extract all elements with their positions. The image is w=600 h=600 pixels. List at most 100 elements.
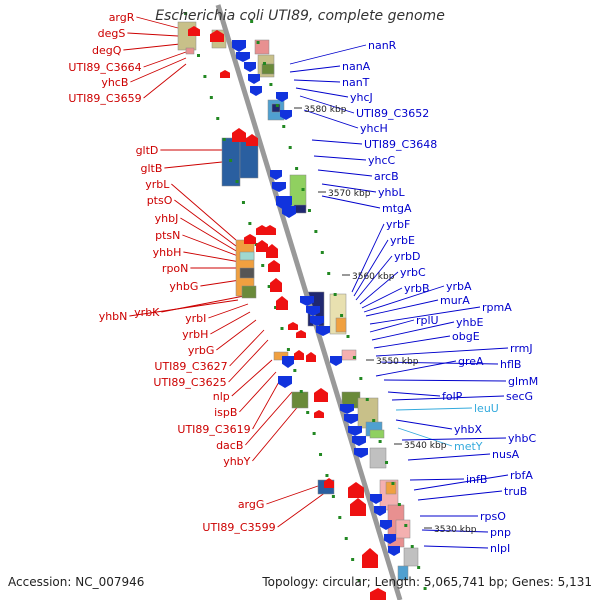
leader-line <box>164 161 223 169</box>
reverse-gene-arrow <box>310 316 324 326</box>
feature-block <box>291 391 309 409</box>
reverse-gene-arrow <box>344 414 358 424</box>
tick-dot <box>216 117 220 120</box>
tick-dot <box>256 41 260 44</box>
leader-line <box>180 217 239 253</box>
gene-label: yhbX <box>454 423 482 436</box>
leader-line <box>363 285 445 313</box>
forward-gene-arrow <box>306 352 316 362</box>
topology-label: Topology: circular; Length: 5,065,741 bp… <box>262 575 592 589</box>
forward-gene-arrow <box>256 240 268 252</box>
gene-label: nanA <box>342 60 371 73</box>
gene-label: yhbN <box>99 310 128 323</box>
tick-dot <box>340 314 344 317</box>
leader-line <box>395 407 473 411</box>
gene-label: mtgA <box>382 202 412 215</box>
gene-label: yrbA <box>446 280 472 293</box>
leader-line <box>395 419 453 430</box>
gene-label: nanT <box>342 76 370 89</box>
gene-label: nanR <box>368 39 397 52</box>
leader-line <box>421 529 489 533</box>
leader-line <box>231 359 273 397</box>
tick-dot <box>346 335 350 338</box>
leader-line <box>375 347 509 357</box>
feature-block <box>239 251 255 261</box>
leader-line <box>375 360 457 377</box>
leader-line <box>321 183 377 193</box>
reverse-gene-arrow <box>300 296 314 306</box>
gene-label: yrbC <box>400 266 426 279</box>
feature-block <box>335 317 347 333</box>
leader-line <box>277 491 327 528</box>
gene-label: secG <box>506 390 533 403</box>
feature-block <box>369 429 385 439</box>
forward-gene-arrow <box>246 134 258 146</box>
leader-line <box>407 453 491 461</box>
tick-dot <box>269 83 273 86</box>
gene-label: UTI89_C3599 <box>202 521 275 534</box>
gene-label: pnp <box>490 526 511 539</box>
gene-label: truB <box>504 485 527 498</box>
leader-line <box>313 155 367 161</box>
reverse-gene-arrow <box>276 92 288 102</box>
leader-line <box>353 239 389 297</box>
leader-line <box>397 427 453 447</box>
leader-line <box>351 223 385 293</box>
gene-label: glmM <box>508 375 538 388</box>
reverse-gene-arrow <box>280 110 292 120</box>
gene-label: rbfA <box>510 469 533 482</box>
gene-label: yhbJ <box>155 212 179 225</box>
tick-dot <box>222 138 226 141</box>
tick-dot <box>312 432 316 435</box>
gene-label: yhbC <box>508 432 536 445</box>
leader-line <box>371 321 455 341</box>
gene-label: ptsO <box>147 194 173 207</box>
leader-line <box>409 478 465 481</box>
gene-label: yrbK <box>134 306 160 319</box>
tick-dot <box>288 146 292 149</box>
tick-label: 3530 kbp <box>434 525 477 535</box>
gene-label: rpoN <box>162 262 188 275</box>
tick-dot <box>282 125 286 128</box>
tick-label: 3560 kbp <box>352 272 395 282</box>
forward-gene-arrow <box>294 350 304 360</box>
gene-label: nlpI <box>490 542 510 555</box>
tick-dot <box>280 327 284 330</box>
leader-line <box>365 299 439 317</box>
forward-gene-arrow <box>324 478 334 488</box>
leader-line <box>289 44 367 65</box>
gene-label: yrbF <box>386 218 410 231</box>
tick-dot <box>274 306 278 309</box>
gene-label: UTI89_C3664 <box>68 61 141 74</box>
leader-line <box>303 109 359 129</box>
gene-label: rplU <box>416 314 439 327</box>
gene-label: argR <box>109 11 135 24</box>
leader-line <box>161 295 245 313</box>
gene-label: yhbE <box>456 316 483 329</box>
tick-dot <box>385 461 389 464</box>
gene-label: dacB <box>216 439 243 452</box>
tick-dot <box>286 348 290 351</box>
tick-dot <box>248 222 252 225</box>
leader-line <box>143 51 187 68</box>
tick-dot <box>209 96 213 99</box>
reverse-gene-arrow <box>384 534 396 544</box>
forward-gene-arrow <box>276 296 288 310</box>
forward-gene-arrow <box>266 244 278 258</box>
tick-dot <box>229 159 233 162</box>
gene-label: argG <box>238 498 265 511</box>
leader-line <box>143 63 187 99</box>
accession-label: Accession: NC_007946 <box>8 575 145 589</box>
feature-block <box>395 519 411 539</box>
gene-label: nusA <box>492 448 520 461</box>
tick-dot <box>391 482 395 485</box>
tick-dot <box>262 62 266 65</box>
leader-line <box>293 79 341 83</box>
leader-line <box>413 474 509 491</box>
reverse-gene-arrow <box>232 40 246 52</box>
forward-gene-arrow <box>296 330 306 338</box>
leader-line <box>383 379 507 382</box>
reverse-gene-arrow <box>250 86 262 96</box>
reverse-gene-arrow <box>330 356 342 366</box>
gene-label: nlp <box>213 390 230 403</box>
